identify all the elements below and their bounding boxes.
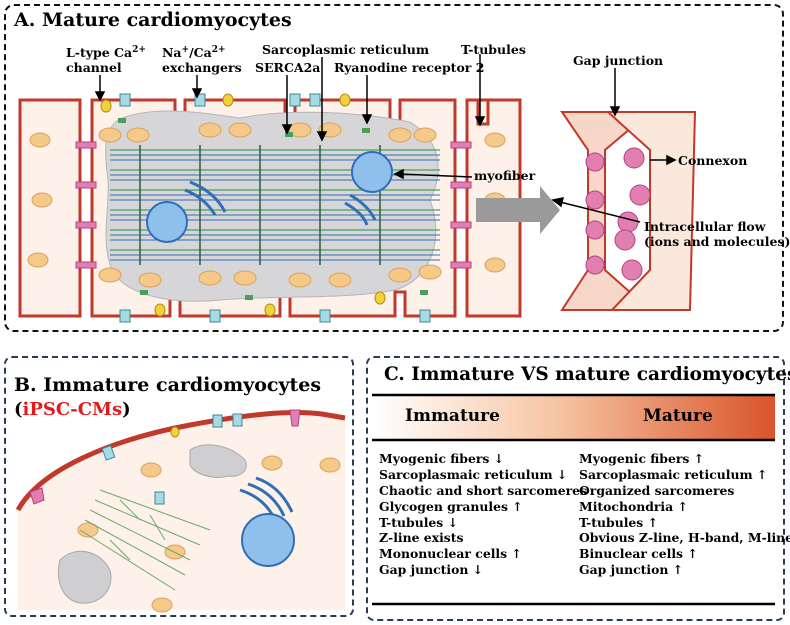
connexons (585, 147, 651, 281)
mitochondria (27, 122, 506, 288)
label-myofiber: myofiber (474, 168, 536, 183)
label-intracellular-flow: Intracellular flow (ions and molecules) (644, 219, 790, 249)
sarcoplasmic-reticulum-shape (105, 110, 439, 302)
nuclei (146, 151, 393, 243)
list-item: Mitochondria ↑ (579, 498, 688, 514)
myofibrils (110, 149, 440, 251)
list-item: Chaotic and short sarcomeres (379, 482, 588, 498)
list-item: Mononuclear cells ↑ (379, 546, 522, 562)
immature-nucleus (241, 513, 295, 567)
list-item: T-tubules ↓ (379, 514, 458, 530)
panel-b-title: B. Immature cardiomyocytes (14, 374, 322, 396)
list-item: Sarcoplasmaic reticulum ↑ (579, 466, 768, 482)
ipsc-cms-label: iPSC-CMs (22, 399, 123, 420)
label-ltype-channel: L-type Ca2+ channel (66, 45, 146, 76)
panel-b-immature-cardiomyocytes (4, 356, 354, 617)
panel-c-comparison (366, 356, 785, 621)
immature-features-list: Myogenic fibers ↓ Sarcoplasmaic reticulu… (379, 451, 587, 578)
transition-arrow (476, 186, 560, 234)
ion-channels (119, 93, 431, 323)
list-item: Gap junction ↑ (579, 562, 684, 578)
label-t-tubules: T-tubules (461, 42, 526, 57)
list-item: Binuclear cells ↑ (579, 546, 698, 562)
ryanodine-receptors (118, 118, 428, 300)
mature-features-list: Myogenic fibers ↑ Sarcoplasmaic reticulu… (579, 451, 790, 578)
list-item: T-tubules ↑ (579, 514, 658, 530)
calcium-channels (100, 93, 386, 317)
panel-c-title: C. Immature VS mature cardiomyocytes (384, 364, 790, 385)
mature-header: Mature (643, 406, 713, 426)
golgi-apparatus (184, 180, 377, 226)
label-gap-junction: Gap junction (573, 53, 664, 68)
list-item: Obvious Z-line, H-band, M-line (579, 530, 790, 546)
list-item: Glycogen granules ↑ (379, 498, 523, 514)
label-ryanodine-receptor: Ryanodine receptor 2 (334, 60, 485, 75)
list-item: Gap junction ↓ (379, 562, 484, 578)
list-item: Z-line exists (379, 530, 464, 546)
label-serca2a: SERCA2a (255, 60, 321, 75)
label-connexon: Connexon (678, 153, 748, 168)
list-item: Myogenic fibers ↑ (579, 451, 705, 466)
label-sarcoplasmic-reticulum: Sarcoplasmic reticulum (262, 42, 430, 57)
immature-header: Immature (405, 406, 500, 426)
panel-b-subtitle: (iPSC-CMs) (14, 399, 131, 420)
panel-a-title: A. Mature cardiomyocytes (14, 9, 292, 31)
list-item: Sarcoplasmaic reticulum ↓ (379, 466, 568, 482)
label-na-ca-exchangers: Na+/Ca2+ exchangers (162, 45, 242, 76)
list-item: Organized sarcomeres (579, 482, 735, 498)
panel-a-mature-cardiomyocytes (4, 4, 784, 332)
list-item: Myogenic fibers ↓ (379, 451, 505, 466)
